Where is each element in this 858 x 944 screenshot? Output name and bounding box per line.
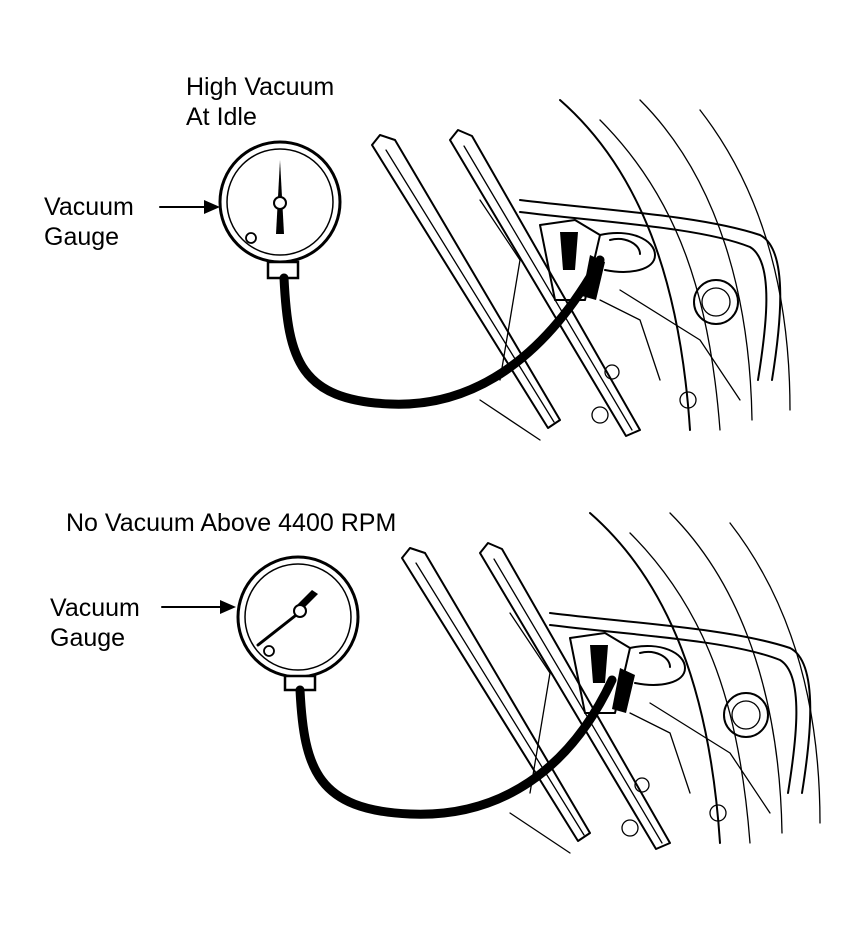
bottom-gauge-label-line1: Vacuum xyxy=(50,594,140,622)
top-vacuum-hose xyxy=(279,255,605,409)
bottom-gauge-label-line2: Gauge xyxy=(50,624,126,652)
bottom-vacuum-hose xyxy=(295,675,617,819)
top-reading-title-line1: High Vacuum xyxy=(186,73,335,101)
top-engine-illustration xyxy=(371,99,791,441)
top-reading-title-line2: At Idle xyxy=(186,103,257,131)
top-gauge-pointer-arrow xyxy=(159,200,220,214)
bottom-reading-title: No Vacuum Above 4400 RPM xyxy=(66,509,397,537)
bottom-gauge-needle xyxy=(256,610,302,647)
bottom-vacuum-gauge xyxy=(236,555,360,692)
top-gauge-label-line1: Vacuum xyxy=(44,193,134,221)
bottom-gauge-pointer-arrow xyxy=(161,600,236,614)
top-vacuum-gauge xyxy=(218,140,342,280)
top-gauge-label-line2: Gauge xyxy=(44,223,120,251)
